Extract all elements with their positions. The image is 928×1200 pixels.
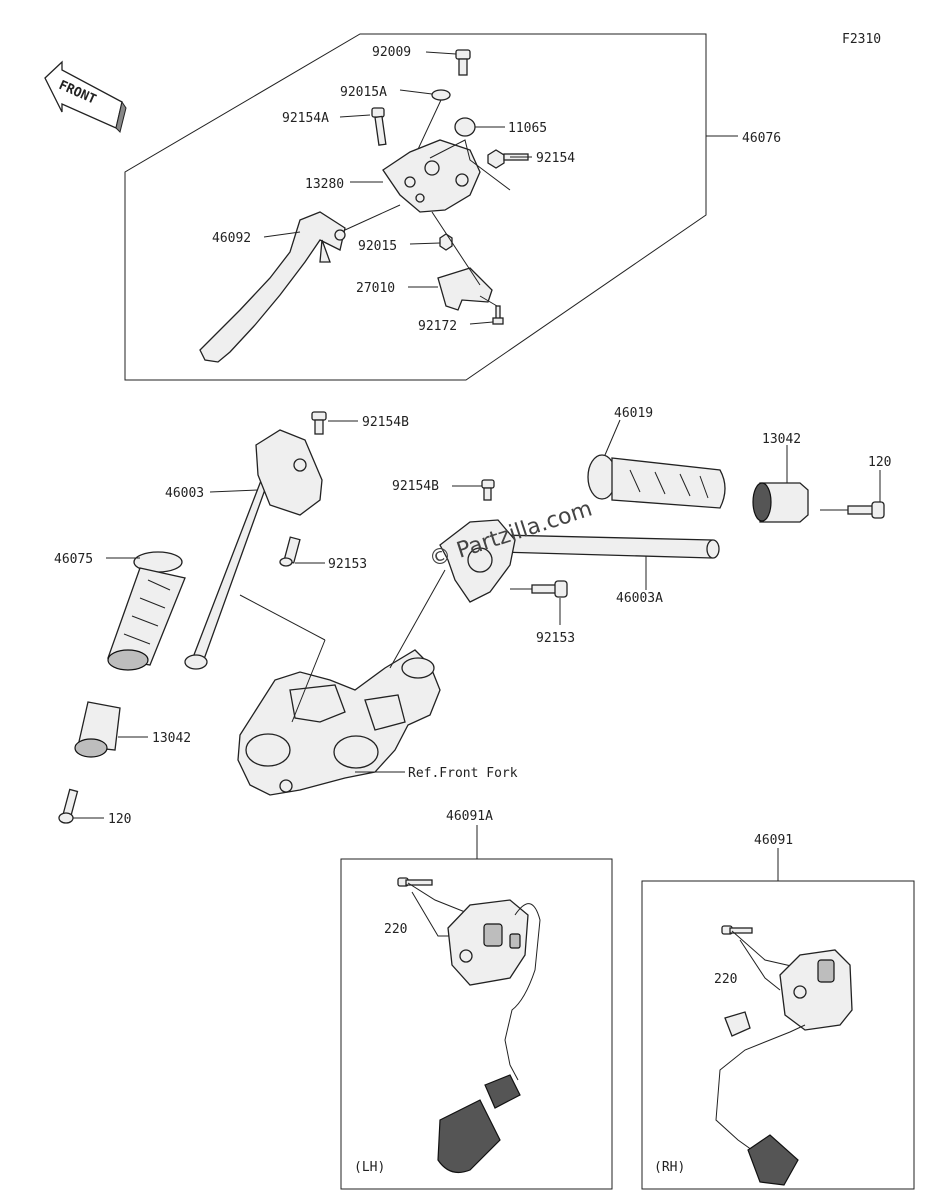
label-46091: 46091 (754, 833, 793, 848)
rh-switch-group: 46091 220 (RH) (641, 833, 915, 1190)
label-ref-front-fork: Ref.Front Fork (408, 766, 518, 781)
label-92154B-right: 92154B (392, 479, 439, 494)
lever-46092 (199, 211, 346, 363)
label-46003A: 46003A (616, 591, 663, 606)
label-11065: 11065 (508, 121, 547, 136)
label-92153-right: 92153 (536, 631, 575, 646)
label-92154B-left: 92154B (362, 415, 409, 430)
diagram-code: F2310 (842, 32, 881, 47)
label-13280: 13280 (305, 177, 344, 192)
bolt-92153-left (279, 536, 301, 567)
label-46003: 46003 (165, 486, 204, 501)
switch-27010 (437, 267, 493, 311)
washer-92015A (431, 89, 451, 101)
bolt-92154B-right (481, 479, 495, 501)
label-46076: 46076 (742, 131, 781, 146)
screw-220-lh (397, 877, 433, 887)
label-92015: 92015 (358, 239, 397, 254)
bolt-92154A (371, 107, 387, 146)
handlebar-46003A (439, 519, 720, 603)
grip-46019 (587, 454, 726, 509)
label-220-rh: 220 (714, 972, 737, 987)
label-13042-right: 13042 (762, 432, 801, 447)
label-92154A: 92154A (282, 111, 329, 126)
label-92172: 92172 (418, 319, 457, 334)
label-46075: 46075 (54, 552, 93, 567)
label-46092: 46092 (212, 231, 251, 246)
front-arrow-icon: FRONT (44, 60, 127, 133)
bolt-92009 (455, 49, 471, 76)
handlebar-46003 (184, 429, 323, 670)
label-92015A: 92015A (340, 85, 387, 100)
rh-switch-housing (779, 949, 853, 1031)
screw-220-rh (721, 925, 753, 935)
screw-120-left (58, 788, 79, 824)
grip-46075 (107, 551, 186, 671)
label-92009: 92009 (372, 45, 411, 60)
bar-end-13042-left (74, 701, 121, 758)
bolt-92153-right (531, 580, 568, 598)
label-13042-left: 13042 (152, 731, 191, 746)
label-27010: 27010 (356, 281, 395, 296)
bar-end-13042-right (752, 482, 809, 523)
lever-assembly-group: 92009 92015A 92154A 11065 92154 (124, 33, 781, 381)
label-46019: 46019 (614, 406, 653, 421)
lh-label: (LH) (354, 1160, 385, 1175)
label-92154: 92154 (536, 151, 575, 166)
label-120-right: 120 (868, 455, 891, 470)
label-120-left: 120 (108, 812, 131, 827)
label-46091A: 46091A (446, 809, 493, 824)
nut-92015 (439, 233, 453, 251)
screw-92172 (492, 305, 504, 325)
lever-group-outline (124, 33, 707, 381)
cap-11065 (454, 117, 476, 137)
bolt-92154B-left (311, 411, 327, 435)
lever-holder-13280 (382, 139, 481, 213)
screw-120-right (847, 501, 885, 519)
label-92153-left: 92153 (328, 557, 367, 572)
label-220-lh: 220 (384, 922, 407, 937)
front-fork-clamp (237, 649, 441, 796)
bolt-92154 (487, 149, 529, 169)
lh-switch-group: 46091A 220 (LH) (340, 809, 613, 1190)
rh-label: (RH) (654, 1160, 685, 1175)
